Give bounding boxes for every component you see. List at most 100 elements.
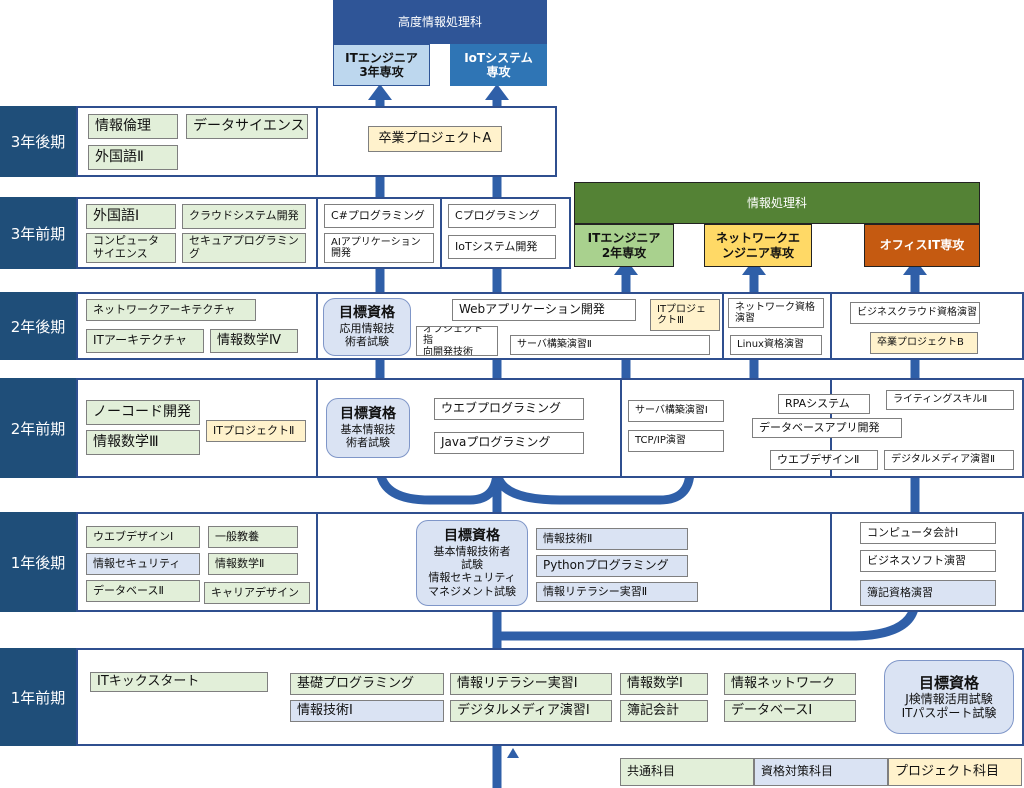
arrowhead-it3 (368, 84, 392, 100)
legend-project: プロジェクト科目 (888, 758, 1022, 786)
course-box: ウエブプログラミング (434, 398, 584, 420)
course-line: クトⅢ (657, 315, 684, 326)
project-box: ITプロジェクトⅡ (206, 420, 306, 442)
course-box: ウエブデザインⅠ (86, 526, 200, 548)
goal-line: ITパスポート試験 (901, 706, 997, 720)
semester-band (76, 648, 1024, 746)
column-divider (830, 512, 832, 612)
course-box: コンピュータサイエンス (86, 233, 176, 263)
goal-title: 目標資格 (339, 305, 395, 322)
column-divider (316, 292, 318, 360)
course-box: Pythonプログラミング (536, 555, 688, 577)
semester-label: 3年前期 (0, 197, 76, 269)
course-box: キャリアデザイン (204, 582, 310, 604)
curve-right (492, 469, 695, 505)
course-box: TCP/IP演習 (628, 430, 724, 452)
major-line2: 専攻 (486, 65, 511, 79)
column-divider (316, 197, 318, 269)
major-line1: ITエンジニア (345, 50, 418, 65)
course-box: 外国語Ⅰ (86, 204, 176, 229)
course-box: RPAシステム (778, 394, 870, 414)
course-box: Javaプログラミング (434, 432, 584, 454)
project-box: 卒業プロジェクトB (870, 332, 978, 354)
course-box: 情報ネットワーク (724, 673, 856, 695)
course-box: 情報数学Ⅲ (86, 430, 200, 455)
course-box: ビジネスソフト演習 (860, 550, 996, 572)
goal-line: 情報セキュリティ (428, 571, 516, 585)
course-box: ネットワーク資格 演習 (728, 298, 824, 328)
goal-line: 基本情報技術者 (433, 545, 511, 559)
arrowhead-it2 (614, 259, 638, 275)
course-line: オブジェクト指 (423, 326, 483, 347)
goal-certificate-box: 目標資格 基本情報技術者 試験 情報セキュリティ マネジメント試験 (416, 520, 528, 606)
column-divider (620, 378, 622, 478)
course-box: 情報倫理 (88, 114, 178, 139)
course-box: ITアーキテクチャ (86, 329, 204, 353)
course-box: データベースⅡ (86, 580, 200, 602)
course-box: ノーコード開発 (86, 400, 200, 425)
column-divider (316, 512, 318, 612)
column-divider (722, 292, 724, 360)
major-line2: 2年専攻 (601, 245, 647, 260)
dept-info-header: 情報処理科 (574, 182, 980, 224)
major-line2: 3年専攻 (359, 65, 404, 79)
goal-line: 応用情報技 (339, 322, 395, 336)
goal-line: 術者試験 (346, 436, 390, 450)
major-office-it: オフィスIT専攻 (864, 224, 980, 267)
course-box: ウエブデザインⅡ (770, 450, 878, 470)
project-box: ITプロジェ クトⅢ (650, 299, 720, 331)
course-box: 情報セキュリティ (86, 553, 200, 575)
course-box: デジタルメディア演習Ⅱ (884, 450, 1014, 470)
course-line: ネットワーク資格 (735, 301, 815, 313)
major-iot-system: IoTシステム 専攻 (450, 44, 547, 86)
course-box: ITキックスタート (90, 672, 268, 692)
goal-certificate-box: 目標資格 基本情報技 術者試験 (326, 398, 410, 458)
goal-line: 基本情報技 (340, 423, 396, 437)
course-box: ビジネスクラウド資格演習 (850, 302, 980, 324)
course-box: 一般教養 (208, 526, 298, 548)
column-divider (316, 106, 318, 177)
course-box: データサイエンス (186, 114, 308, 139)
course-box: 情報リテラシー実習Ⅱ (536, 582, 698, 602)
dept-advanced-header: 高度情報処理科 (333, 0, 547, 44)
course-box: データベースアプリ開発 (752, 418, 902, 438)
course-box: ライティングスキルⅡ (886, 390, 1014, 410)
project-box: 卒業プロジェクトA (368, 126, 502, 152)
course-box: コンピュータ会計Ⅰ (860, 522, 996, 544)
major-line2: ンジニア専攻 (721, 245, 794, 260)
major-line1: IoTシステム (464, 50, 533, 65)
course-box: C#プログラミング (324, 204, 434, 228)
course-box: Webアプリケーション開発 (452, 299, 636, 321)
course-box: サーバ構築演習Ⅱ (510, 335, 710, 355)
course-box: 情報数学Ⅰ (620, 673, 708, 695)
semester-label: 1年前期 (0, 648, 76, 746)
course-box: AIアプリケーション開発 (324, 233, 434, 263)
column-divider (830, 292, 832, 360)
course-box: 簿記会計 (620, 700, 708, 722)
course-box: デジタルメディア演習Ⅰ (450, 700, 612, 722)
course-box: データベースⅠ (724, 700, 856, 722)
course-line: ITプロジェ (657, 303, 707, 315)
legend-common: 共通科目 (620, 758, 754, 786)
course-box: 情報技術Ⅰ (290, 700, 444, 722)
goal-line: 術者試験 (345, 335, 389, 349)
course-box: 情報数学Ⅳ (210, 329, 298, 353)
course-box: ネットワークアーキテクチャ (86, 299, 256, 321)
course-box: セキュアプログラミング (182, 233, 306, 263)
small-arrowhead (507, 748, 519, 758)
semester-label: 1年後期 (0, 512, 76, 612)
course-box: 外国語Ⅱ (88, 145, 178, 170)
major-it-engineer-2yr: ITエンジニア 2年専攻 (574, 224, 674, 267)
arrowhead-office (903, 259, 927, 275)
goal-line: 試験 (461, 558, 483, 572)
column-divider (316, 378, 318, 478)
course-box: 情報技術Ⅱ (536, 528, 688, 550)
major-line1: ITエンジニア (587, 231, 661, 246)
goal-title: 目標資格 (444, 528, 500, 545)
course-line: 演習 (735, 313, 755, 324)
goal-line: マネジメント試験 (428, 584, 516, 598)
goal-line: J検情報活用試験 (905, 691, 993, 706)
course-box: クラウドシステム開発 (182, 204, 306, 229)
course-box: Cプログラミング (448, 204, 556, 228)
course-box: IoTシステム開発 (448, 235, 556, 259)
